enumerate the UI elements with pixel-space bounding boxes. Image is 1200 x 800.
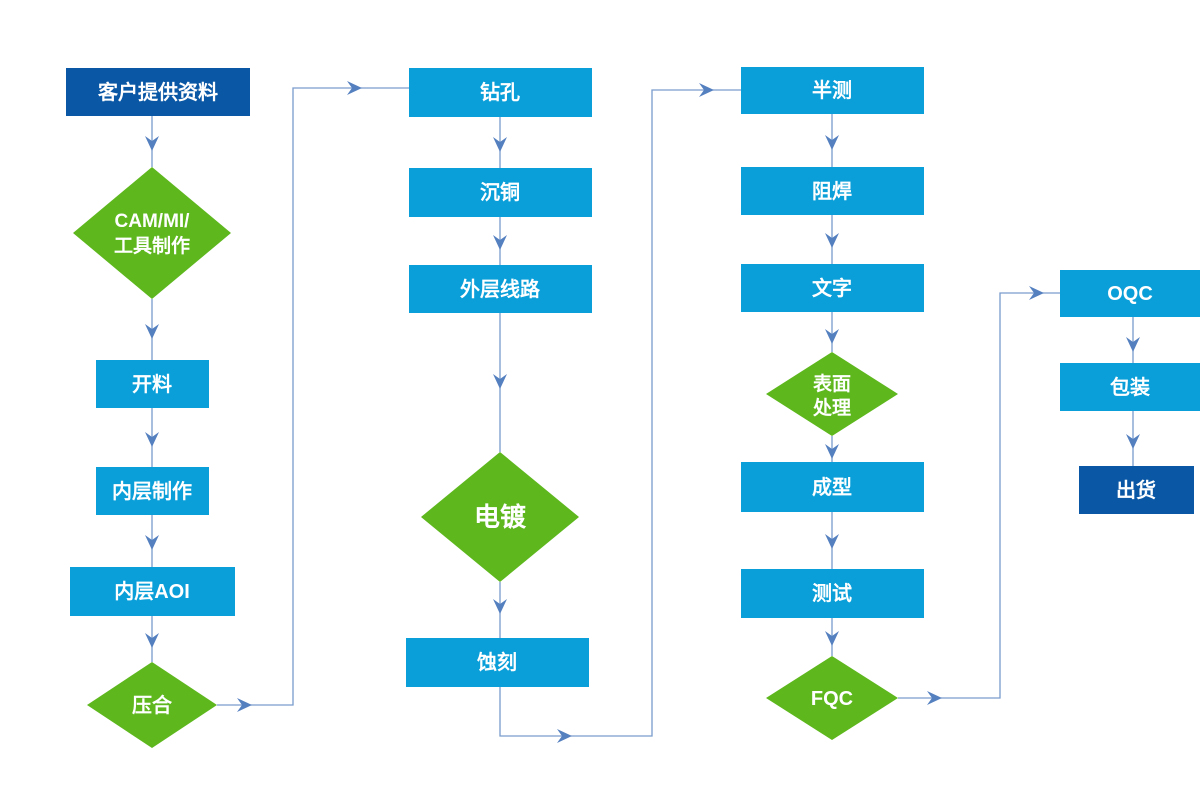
arrowhead-down-icon	[1126, 434, 1140, 449]
arrowhead-down-icon	[825, 534, 839, 549]
node-lamination-diamond	[87, 662, 217, 748]
node-drilling-label: 钻孔	[480, 80, 520, 104]
arrowhead-right-icon	[927, 691, 942, 705]
node-forming-box	[741, 462, 924, 512]
arrowhead-down-icon	[145, 136, 159, 151]
node-fqc-label: FQC	[811, 688, 853, 710]
node-cam-mi: CAM/MI/ 工具制作	[73, 167, 231, 299]
node-copper-deposition-box	[409, 168, 592, 217]
arrowhead-right-icon	[347, 81, 362, 95]
node-solder-mask-label: 阻焊	[812, 179, 852, 203]
node-plating-label: 电镀	[474, 502, 527, 532]
node-packaging-box	[1060, 363, 1200, 411]
node-outer-circuit-box	[409, 265, 592, 313]
arrowhead-right-icon	[699, 83, 714, 97]
node-silkscreen: 文字	[741, 264, 924, 312]
node-outer-circuit-label: 外层线路	[460, 277, 541, 301]
node-shipping-label: 出货	[1116, 478, 1156, 502]
node-silkscreen-box	[741, 264, 924, 312]
node-forming: 成型	[741, 462, 924, 512]
arrowhead-down-icon	[493, 137, 507, 152]
node-drilling: 钻孔	[409, 68, 592, 117]
node-drilling-box	[409, 68, 592, 117]
connector-fqc-to-oqc	[898, 292, 1060, 699]
node-cutting-label: 开料	[132, 373, 172, 396]
node-silkscreen-label: 文字	[812, 276, 852, 300]
node-copper-deposition: 沉铜	[409, 168, 592, 217]
node-etching-box	[406, 638, 589, 687]
arrowhead-right-icon	[1029, 286, 1044, 300]
node-copper-deposition-label: 沉铜	[480, 180, 520, 204]
node-surface-finish: 表面 处理	[766, 352, 898, 436]
arrowhead-down-icon	[145, 535, 159, 550]
connector-lamination-to-drilling	[217, 87, 409, 706]
node-customer-data: 客户提供资料	[66, 68, 250, 116]
node-etching-label: 蚀刻	[476, 650, 517, 674]
node-shipping-box	[1079, 466, 1194, 514]
node-inner-aoi-box	[70, 567, 235, 616]
arrowhead-down-icon	[825, 631, 839, 646]
arrowhead-down-icon	[493, 235, 507, 250]
node-inner-layer-box	[96, 467, 209, 515]
arrowhead-down-icon	[825, 444, 839, 459]
node-cam-mi-diamond	[73, 167, 231, 299]
node-solder-mask: 阻焊	[741, 167, 924, 215]
node-testing-label: 测试	[812, 582, 852, 605]
node-inner-layer: 内层制作	[96, 467, 209, 515]
node-packaging-label: 包装	[1110, 375, 1150, 399]
node-testing-box	[741, 569, 924, 618]
node-oqc-box	[1060, 270, 1200, 317]
arrowhead-down-icon	[145, 432, 159, 447]
node-surface-finish-label-line2: 处理	[812, 396, 851, 419]
node-inner-aoi: 内层AOI	[70, 567, 235, 616]
node-oqc: OQC	[1060, 270, 1200, 317]
node-oqc-label: OQC	[1107, 283, 1153, 305]
node-customer-data-box	[66, 68, 250, 116]
node-half-test-box	[741, 67, 924, 114]
node-cam-mi-label-line1: CAM/MI/	[115, 211, 191, 232]
node-fqc-diamond	[766, 656, 898, 740]
arrowhead-down-icon	[145, 633, 159, 648]
arrowhead-down-icon	[825, 329, 839, 344]
node-forming-label: 成型	[812, 475, 852, 499]
node-testing: 测试	[741, 569, 924, 618]
node-lamination: 压合	[87, 662, 217, 748]
node-cutting: 开料	[96, 360, 209, 408]
node-cam-mi-label-line2: 工具制作	[114, 234, 190, 257]
connectors	[145, 81, 1140, 743]
arrowhead-down-icon	[493, 599, 507, 614]
arrowhead-down-icon	[825, 233, 839, 248]
node-inner-layer-label: 内层制作	[112, 479, 192, 503]
node-shipping: 出货	[1079, 466, 1194, 514]
node-surface-finish-label-line1: 表面	[813, 372, 851, 395]
node-etching: 蚀刻	[406, 638, 589, 687]
node-cutting-box	[96, 360, 209, 408]
node-packaging: 包装	[1060, 363, 1200, 411]
node-outer-circuit: 外层线路	[409, 265, 592, 313]
arrowhead-down-icon	[145, 324, 159, 339]
connector-etching-to-halftest	[499, 89, 741, 737]
arrowhead-right-icon	[237, 698, 252, 712]
node-half-test: 半测	[741, 67, 924, 114]
arrowhead-right-icon	[557, 729, 572, 743]
node-inner-aoi-label: 内层AOI	[114, 579, 190, 603]
arrowhead-down-icon	[493, 374, 507, 389]
node-customer-data-label: 客户提供资料	[97, 80, 218, 104]
node-plating-diamond	[421, 452, 579, 582]
node-half-test-label: 半测	[812, 78, 852, 102]
node-solder-mask-box	[741, 167, 924, 215]
node-surface-finish-diamond	[766, 352, 898, 436]
arrowhead-down-icon	[1126, 337, 1140, 352]
node-plating: 电镀	[421, 452, 579, 582]
arrowhead-down-icon	[825, 135, 839, 150]
node-lamination-label: 压合	[132, 693, 173, 717]
node-fqc: FQC	[766, 656, 898, 740]
